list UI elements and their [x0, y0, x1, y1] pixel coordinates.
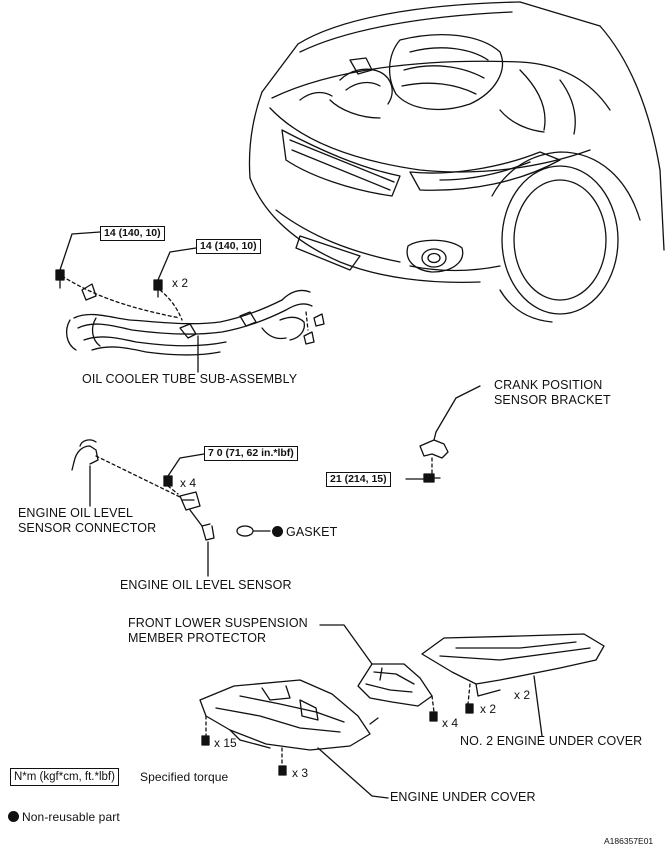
gasket-text: GASKET — [286, 525, 338, 539]
label-front-protector-line2: MEMBER PROTECTOR — [128, 631, 267, 645]
figure-code: A186357E01 — [604, 836, 654, 846]
torque-callout-crank-bracket: 21 (214, 15) — [326, 472, 391, 487]
label-crank-bracket-line2: SENSOR BRACKET — [494, 393, 611, 407]
oil-level-sensor-illustration — [179, 491, 215, 541]
legend-non-reusable: Non-reusable part — [8, 810, 120, 825]
torque-callout-oil-level-sensor: 7 0 (71, 62 in.*lbf) — [204, 446, 298, 461]
non-reusable-dot-icon — [272, 526, 283, 537]
leader-no2-cover — [533, 675, 543, 737]
label-crank-bracket-line1: CRANK POSITION — [494, 378, 603, 392]
legend-torque-unit: N*m (kgf*cm, ft.*lbf) — [10, 768, 119, 786]
qty-front-protector-bolts: x 4 — [442, 716, 459, 730]
no2-under-cover-illustration — [421, 633, 605, 705]
leader-torque-sensor — [167, 453, 205, 477]
leader-front-protector — [319, 624, 373, 665]
front-protector-illustration — [357, 663, 435, 713]
label-front-protector-line1: FRONT LOWER SUSPENSION — [128, 616, 308, 630]
vehicle-front-illustration — [248, 1, 665, 323]
qty-oil-level-sensor-bolts: x 4 — [180, 476, 197, 490]
legend-dot-icon — [8, 811, 19, 822]
label-oil-cooler-tube: OIL COOLER TUBE SUB-ASSEMBLY — [82, 372, 298, 386]
engine-cover-bolt-icon — [201, 735, 210, 746]
qty-engine-cover-bolts: x 15 — [214, 736, 237, 750]
qty-engine-cover-center-bolts: x 3 — [292, 766, 309, 780]
crank-bracket-bolt-icon — [423, 473, 441, 483]
torque-callout-oil-cooler-a: 14 (140, 10) — [100, 226, 165, 241]
label-gasket: GASKET — [272, 525, 337, 540]
oil-cooler-bolt-b-icon — [153, 279, 163, 298]
leader-torque-a — [59, 231, 101, 271]
oil-cooler-tube-illustration — [61, 275, 325, 356]
engine-cover-center-bolt-icon — [278, 765, 287, 776]
qty-no2-cover-bolts: x 2 — [514, 688, 531, 702]
engine-under-cover-illustration — [199, 679, 379, 767]
qty-no2-cover-clips: x 2 — [480, 702, 497, 716]
leader-crank-bracket — [435, 385, 481, 433]
label-no2-under-cover: NO. 2 ENGINE UNDER COVER — [460, 734, 643, 748]
leader-engine-cover — [317, 747, 389, 799]
no2-cover-bolt-icon — [465, 703, 474, 714]
label-oil-level-connector-line2: SENSOR CONNECTOR — [18, 521, 157, 535]
oil-level-connector-illustration — [71, 439, 183, 499]
label-oil-level-sensor: ENGINE OIL LEVEL SENSOR — [120, 578, 292, 592]
gasket-icon — [236, 525, 271, 537]
crank-bracket-illustration — [419, 431, 449, 481]
legend-torque-desc: Specified torque — [140, 770, 229, 784]
torque-callout-oil-cooler-b: 14 (140, 10) — [196, 239, 261, 254]
label-oil-level-connector-line1: ENGINE OIL LEVEL — [18, 506, 134, 520]
label-engine-under-cover: ENGINE UNDER COVER — [390, 790, 536, 804]
legend-non-reusable-text: Non-reusable part — [22, 810, 120, 824]
leader-torque-b — [157, 247, 197, 281]
oil-cooler-bolt-a-icon — [55, 269, 65, 289]
oil-level-sensor-bolt-icon — [163, 475, 179, 495]
front-protector-bolt-icon — [429, 711, 438, 722]
qty-oil-cooler-bolts: x 2 — [172, 276, 189, 290]
